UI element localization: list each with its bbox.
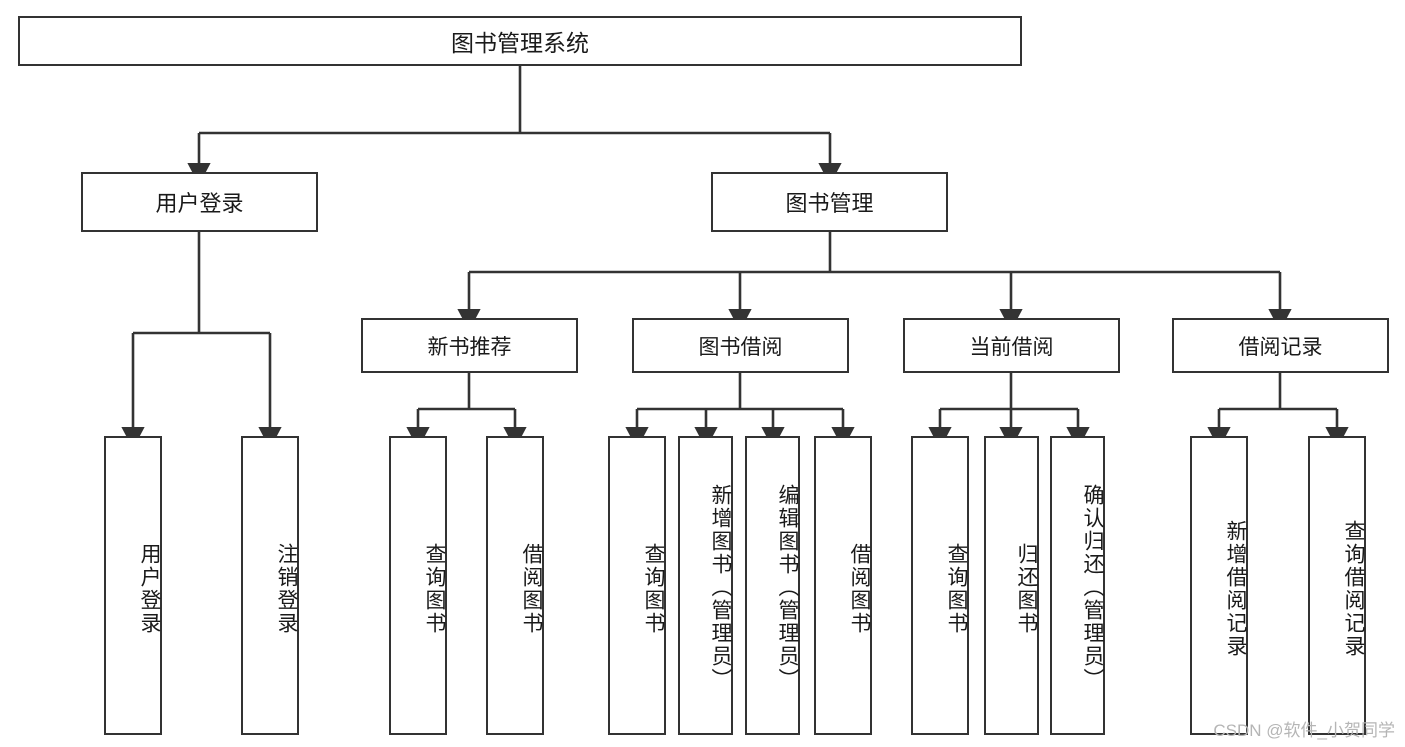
node-borrow-record-label: 借阅记录 — [1238, 335, 1323, 359]
node-leaf-user-logout-label: 注销登录 — [275, 542, 298, 635]
node-leaf-borrow-book-1-label: 借阅图书 — [520, 542, 543, 635]
node-current-borrow-label: 当前借阅 — [969, 335, 1054, 359]
node-borrow-record[interactable]: 借阅记录 — [1172, 318, 1389, 373]
node-leaf-query-book-2-label: 查询图书 — [642, 542, 665, 635]
node-book-borrow-label: 图书借阅 — [698, 335, 783, 359]
node-leaf-query-record[interactable]: 查询借阅记录 — [1308, 436, 1366, 735]
node-leaf-query-book-1[interactable]: 查询图书 — [389, 436, 447, 735]
node-leaf-add-record-label: 新增借阅记录 — [1224, 519, 1247, 658]
node-leaf-borrow-book-1[interactable]: 借阅图书 — [486, 436, 544, 735]
node-leaf-return-book[interactable]: 归还图书 — [984, 436, 1039, 735]
node-current-borrow[interactable]: 当前借阅 — [903, 318, 1120, 373]
node-leaf-query-book-3-label: 查询图书 — [945, 542, 968, 635]
node-leaf-user-login-label: 用户登录 — [138, 542, 161, 635]
csdn-watermark: CSDN @软件_小贺同学 — [1213, 721, 1395, 740]
node-root[interactable]: 图书管理系统 — [18, 16, 1022, 66]
node-leaf-edit-book-label: 编辑图书（管理员） — [776, 484, 799, 691]
node-leaf-borrow-book-2[interactable]: 借阅图书 — [814, 436, 872, 735]
node-leaf-add-record[interactable]: 新增借阅记录 — [1190, 436, 1248, 735]
node-user-login[interactable]: 用户登录 — [81, 172, 318, 232]
node-leaf-confirm-return[interactable]: 确认归还（管理员） — [1050, 436, 1105, 735]
node-leaf-query-record-label: 查询借阅记录 — [1342, 519, 1365, 658]
node-leaf-query-book-3[interactable]: 查询图书 — [911, 436, 969, 735]
node-root-label: 图书管理系统 — [451, 30, 589, 56]
node-leaf-add-book[interactable]: 新增图书（管理员） — [678, 436, 733, 735]
node-leaf-confirm-return-label: 确认归还（管理员） — [1081, 484, 1104, 691]
node-leaf-query-book-2[interactable]: 查询图书 — [608, 436, 666, 735]
node-leaf-user-login[interactable]: 用户登录 — [104, 436, 162, 735]
node-user-login-label: 用户登录 — [155, 191, 244, 216]
node-leaf-user-logout[interactable]: 注销登录 — [241, 436, 299, 735]
node-leaf-borrow-book-2-label: 借阅图书 — [848, 542, 871, 635]
node-new-book-rec[interactable]: 新书推荐 — [361, 318, 578, 373]
node-new-book-rec-label: 新书推荐 — [427, 335, 512, 359]
node-book-manage-label: 图书管理 — [785, 191, 874, 216]
node-leaf-edit-book[interactable]: 编辑图书（管理员） — [745, 436, 800, 735]
node-book-manage[interactable]: 图书管理 — [711, 172, 948, 232]
node-leaf-add-book-label: 新增图书（管理员） — [709, 484, 732, 691]
node-book-borrow[interactable]: 图书借阅 — [632, 318, 849, 373]
node-leaf-return-book-label: 归还图书 — [1015, 542, 1038, 635]
node-leaf-query-book-1-label: 查询图书 — [423, 542, 446, 635]
